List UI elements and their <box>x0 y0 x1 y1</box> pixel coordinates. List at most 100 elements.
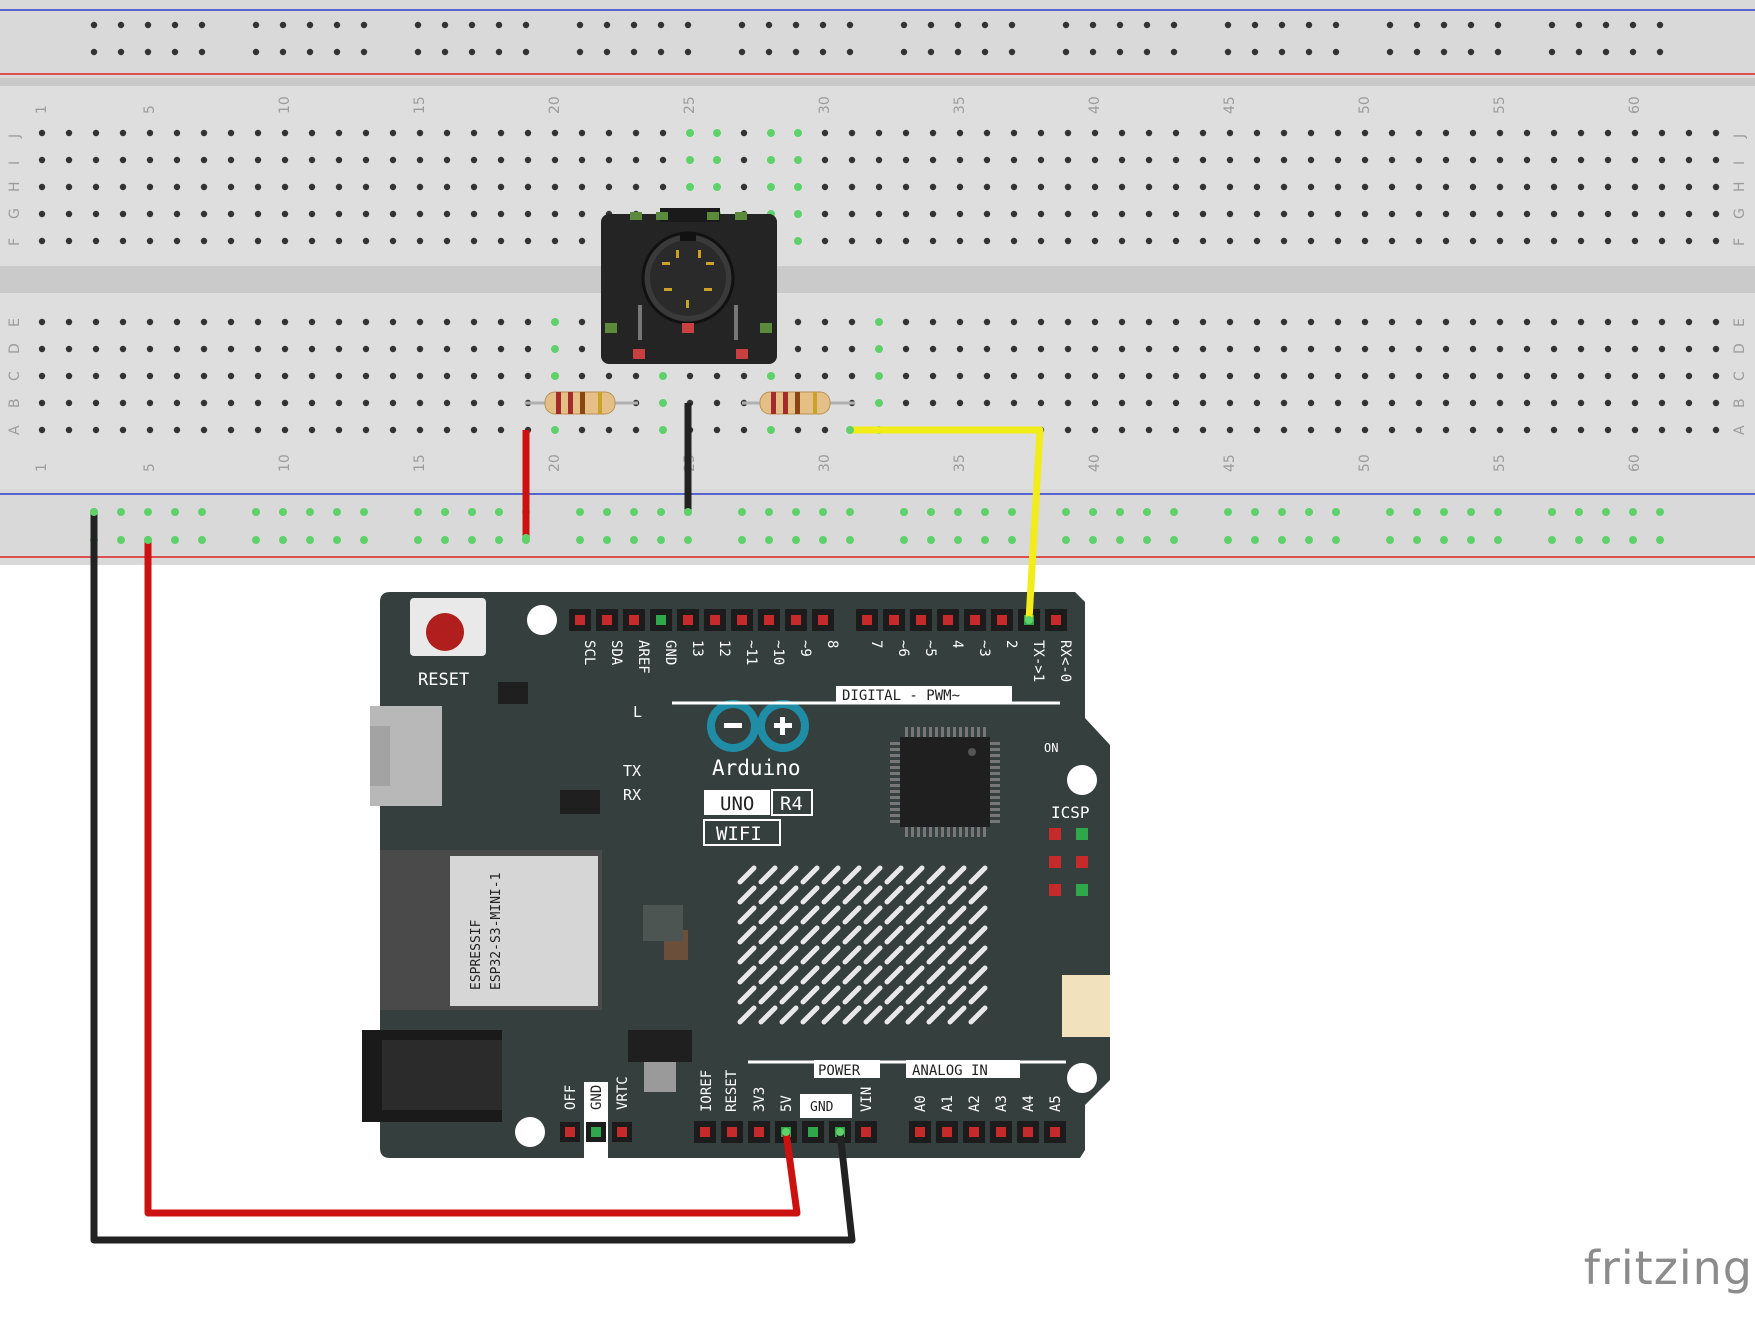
power-rail-hole[interactable] <box>927 21 935 29</box>
power-rail-hole[interactable] <box>1116 508 1124 516</box>
breadboard-hole[interactable] <box>1091 210 1099 218</box>
breadboard-hole[interactable] <box>1307 345 1315 353</box>
breadboard-hole[interactable] <box>713 399 721 407</box>
breadboard-hole[interactable] <box>1037 372 1045 380</box>
breadboard-hole[interactable] <box>902 318 910 326</box>
breadboard-hole[interactable] <box>848 156 856 164</box>
breadboard-hole[interactable] <box>281 237 289 245</box>
breadboard-hole[interactable] <box>1604 129 1612 137</box>
breadboard-hole[interactable] <box>1388 210 1396 218</box>
breadboard-hole[interactable] <box>173 345 181 353</box>
breadboard-hole[interactable] <box>1091 156 1099 164</box>
breadboard-hole[interactable] <box>1334 372 1342 380</box>
breadboard-hole[interactable] <box>1496 156 1504 164</box>
breadboard-hole[interactable] <box>1091 129 1099 137</box>
power-rail-hole[interactable] <box>1251 508 1259 516</box>
breadboard-hole[interactable] <box>1091 345 1099 353</box>
breadboard-hole[interactable] <box>200 399 208 407</box>
breadboard-hole[interactable] <box>416 426 424 434</box>
power-rail-hole[interactable] <box>900 536 908 544</box>
power-rail-hole[interactable] <box>144 508 152 516</box>
breadboard-hole[interactable] <box>173 318 181 326</box>
breadboard-hole[interactable] <box>470 210 478 218</box>
power-rail-hole[interactable] <box>981 508 989 516</box>
breadboard-hole[interactable] <box>335 399 343 407</box>
power-rail-hole[interactable] <box>441 536 449 544</box>
header-pin[interactable] <box>602 615 612 625</box>
breadboard-hole[interactable] <box>1577 237 1585 245</box>
breadboard-hole[interactable] <box>254 426 262 434</box>
breadboard-hole[interactable] <box>902 129 910 137</box>
breadboard-hole[interactable] <box>497 426 505 434</box>
power-rail-hole[interactable] <box>1494 21 1502 29</box>
power-rail-hole[interactable] <box>414 508 422 516</box>
breadboard-hole[interactable] <box>119 426 127 434</box>
breadboard-hole[interactable] <box>173 426 181 434</box>
breadboard-hole[interactable] <box>1604 210 1612 218</box>
breadboard-hole[interactable] <box>929 345 937 353</box>
power-rail-hole[interactable] <box>1548 21 1556 29</box>
breadboard-hole[interactable] <box>956 372 964 380</box>
breadboard-hole[interactable] <box>1469 156 1477 164</box>
power-rail-hole[interactable] <box>684 48 692 56</box>
power-rail-hole[interactable] <box>1143 508 1151 516</box>
breadboard-hole[interactable] <box>551 237 559 245</box>
breadboard-hole[interactable] <box>1037 318 1045 326</box>
power-rail-hole[interactable] <box>306 536 314 544</box>
power-rail-hole[interactable] <box>1440 21 1448 29</box>
breadboard-hole[interactable] <box>1037 156 1045 164</box>
power-rail-hole[interactable] <box>576 508 584 516</box>
power-rail-hole[interactable] <box>900 508 908 516</box>
breadboard-hole[interactable] <box>1388 426 1396 434</box>
breadboard-hole[interactable] <box>65 183 73 191</box>
breadboard-hole[interactable] <box>1658 426 1666 434</box>
breadboard-hole[interactable] <box>713 183 721 191</box>
power-rail-hole[interactable] <box>765 508 773 516</box>
breadboard-hole[interactable] <box>1712 399 1720 407</box>
breadboard-hole[interactable] <box>740 129 748 137</box>
breadboard-hole[interactable] <box>1658 237 1666 245</box>
breadboard-hole[interactable] <box>1253 426 1261 434</box>
header-pin[interactable] <box>727 1127 737 1137</box>
breadboard-hole[interactable] <box>551 129 559 137</box>
breadboard-hole[interactable] <box>821 156 829 164</box>
breadboard-hole[interactable] <box>1496 183 1504 191</box>
breadboard-hole[interactable] <box>308 426 316 434</box>
breadboard-hole[interactable] <box>1307 318 1315 326</box>
breadboard-hole[interactable] <box>1010 210 1018 218</box>
breadboard-hole[interactable] <box>1010 156 1018 164</box>
breadboard-hole[interactable] <box>1199 156 1207 164</box>
power-rail-hole[interactable] <box>954 48 962 56</box>
power-rail-hole[interactable] <box>819 21 827 29</box>
breadboard-hole[interactable] <box>497 237 505 245</box>
breadboard-hole[interactable] <box>1172 318 1180 326</box>
breadboard-hole[interactable] <box>902 210 910 218</box>
power-rail-hole[interactable] <box>1440 536 1448 544</box>
power-rail-hole[interactable] <box>306 508 314 516</box>
breadboard-hole[interactable] <box>470 399 478 407</box>
breadboard-hole[interactable] <box>281 210 289 218</box>
breadboard-hole[interactable] <box>416 210 424 218</box>
breadboard-hole[interactable] <box>1712 318 1720 326</box>
power-rail-hole[interactable] <box>1251 536 1259 544</box>
breadboard-hole[interactable] <box>551 156 559 164</box>
breadboard-hole[interactable] <box>1550 372 1558 380</box>
breadboard-hole[interactable] <box>389 210 397 218</box>
breadboard-hole[interactable] <box>1415 372 1423 380</box>
breadboard-hole[interactable] <box>1307 426 1315 434</box>
breadboard-hole[interactable] <box>146 129 154 137</box>
breadboard-hole[interactable] <box>1550 210 1558 218</box>
breadboard-hole[interactable] <box>929 210 937 218</box>
breadboard-hole[interactable] <box>983 372 991 380</box>
breadboard-hole[interactable] <box>335 183 343 191</box>
power-rail-hole[interactable] <box>360 536 368 544</box>
breadboard-hole[interactable] <box>146 156 154 164</box>
breadboard-hole[interactable] <box>632 156 640 164</box>
power-rail-hole[interactable] <box>819 48 827 56</box>
breadboard-hole[interactable] <box>875 129 883 137</box>
breadboard-hole[interactable] <box>1199 129 1207 137</box>
breadboard-hole[interactable] <box>1091 318 1099 326</box>
breadboard-hole[interactable] <box>1253 399 1261 407</box>
breadboard-hole[interactable] <box>1307 399 1315 407</box>
breadboard-hole[interactable] <box>578 426 586 434</box>
